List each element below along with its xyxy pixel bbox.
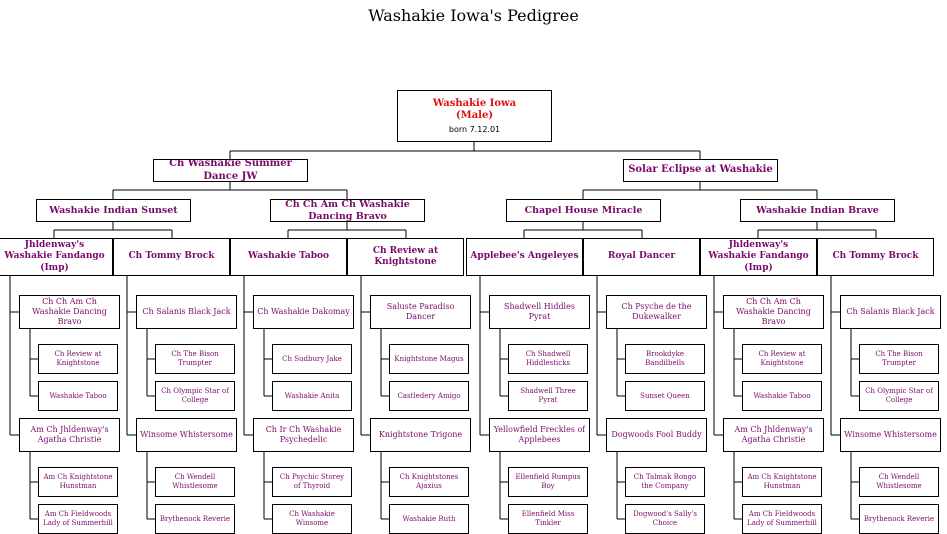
pedigree-dam-dam-sire-dam-sire: Am Ch Knightstone Hunstman [742, 467, 822, 497]
pedigree-sire-dam-sire-sire-sire: Ch Sudbury Jake [272, 344, 352, 374]
pedigree-dam-sire-dam-dam-sire: Ch Talmak Bongo the Company [625, 467, 705, 497]
pedigree-sire-sire-dam-sire-sire: Ch The Bison Trumpter [155, 344, 235, 374]
pedigree-sire-dam-sire-dam-sire: Ch Psychic Storey of Thyroid [272, 467, 352, 497]
pedigree-sire-sire-sire-sire: Ch Ch Am Ch Washakie Dancing Bravo [19, 295, 120, 329]
pedigree-sire-dam-sire-dam: Ch Ir Ch Washakie Psychedelic [253, 418, 354, 452]
pedigree-dam-sire-dam-sire: Ch Psyche de the Dukewalker [606, 295, 707, 329]
pedigree-sire-sire-dam-sire: Ch Salanis Black Jack [136, 295, 237, 329]
pedigree-dam-sire-sire-dam-dam: Ellenfield Miss Tinkler [508, 504, 588, 534]
pedigree-dam-dam-dam: Ch Tommy Brock [817, 238, 934, 276]
pedigree-sire: Ch Washakie Summer Dance JW [153, 159, 308, 182]
pedigree-dam-dam-sire: Jhldenway's Washakie Fandango (Imp) [700, 238, 817, 276]
pedigree-dam-dam-dam-sire-dam: Ch Olympic Star of College [859, 381, 939, 411]
pedigree-sire-dam-dam-sire: Saluste Paradiso Dancer [370, 295, 471, 329]
pedigree-dam-sire-dam-sire-dam: Sunset Queen [625, 381, 705, 411]
pedigree-dam-sire-dam: Royal Dancer [583, 238, 700, 276]
pedigree-dam-dam: Washakie Indian Brave [740, 199, 895, 222]
root-sex: (Male) [455, 110, 494, 121]
pedigree-dam-dam-sire-dam-dam: Am Ch Fieldwoods Lady of Summerhill [742, 504, 822, 534]
pedigree-dam: Solar Eclipse at Washakie [623, 159, 778, 182]
pedigree-sire-sire-dam-dam-dam: Brythenock Reverie [155, 504, 235, 534]
pedigree-dam-sire-sire-dam-sire: Ellenfield Rumpus Boy [508, 467, 588, 497]
pedigree-sire-sire-dam-sire-dam: Ch Olympic Star of College [155, 381, 235, 411]
pedigree-dam-dam-sire-dam: Am Ch Jhldenway's Agatha Christie [723, 418, 824, 452]
pedigree-sire-dam-dam-sire-dam: Castledery Amigo [389, 381, 469, 411]
pedigree-dam-dam-sire-sire-sire: Ch Review at Knightstone [742, 344, 822, 374]
pedigree-sire-dam: Ch Ch Am Ch Washakie Dancing Bravo [270, 199, 425, 222]
pedigree-dam-sire-sire-sire-dam: Shadwell Three Pyrat [508, 381, 588, 411]
root-born: born 7.12.01 [448, 124, 501, 134]
pedigree-dam-sire-sire-dam: Yellowfield Freckles of Applebees [489, 418, 590, 452]
pedigree-sire-dam-dam-dam-dam: Washakie Ruth [389, 504, 469, 534]
root-dog-box: Washakie Iowa(Male) born 7.12.01 [397, 90, 552, 142]
pedigree-dam-dam-sire-sire-dam: Washakie Taboo [742, 381, 822, 411]
pedigree-sire-sire-sire-dam-dam: Am Ch Fieldwoods Lady of Summerhill [38, 504, 118, 534]
pedigree-sire-sire-sire: Jhldenway's Washakie Fandango (Imp) [0, 238, 113, 276]
pedigree-dam-sire: Chapel House Miracle [506, 199, 661, 222]
page-title: Washakie Iowa's Pedigree [368, 6, 579, 25]
pedigree-sire-sire: Washakie Indian Sunset [36, 199, 191, 222]
pedigree-sire-sire-sire-dam-sire: Am Ch Knightstone Hunstman [38, 467, 118, 497]
pedigree-dam-dam-dam-dam-sire: Ch Wendell Whistlesome [859, 467, 939, 497]
pedigree-sire-sire-sire-sire-sire: Ch Review at Knightstone [38, 344, 118, 374]
pedigree-sire-sire-sire-sire-dam: Washakie Taboo [38, 381, 118, 411]
pedigree-sire-dam-dam-dam-sire: Ch Knightstones Ajaxius [389, 467, 469, 497]
pedigree-sire-sire-sire-dam: Am Ch Jhldenway's Agatha Christie [19, 418, 120, 452]
pedigree-sire-dam-dam: Ch Review at Knightstone [347, 238, 464, 276]
root-name: Washakie Iowa [432, 97, 517, 109]
pedigree-sire-sire-dam-dam: Winsome Whistersome [136, 418, 237, 452]
pedigree-dam-sire-sire-sire-sire: Ch Shadwell Hiddlesticks [508, 344, 588, 374]
pedigree-sire-sire-dam-dam-sire: Ch Wendell Whistlesome [155, 467, 235, 497]
pedigree-dam-dam-dam-dam: Winsome Whistersome [840, 418, 941, 452]
pedigree-sire-sire-dam: Ch Tommy Brock [113, 238, 230, 276]
pedigree-sire-dam-sire-sire-dam: Washakie Anita [272, 381, 352, 411]
pedigree-dam-sire-dam-dam: Dogwoods Fool Buddy [606, 418, 707, 452]
pedigree-dam-dam-sire-sire: Ch Ch Am Ch Washakie Dancing Bravo [723, 295, 824, 329]
pedigree-dam-sire-sire: Applebee's Angeleyes [466, 238, 583, 276]
pedigree-dam-dam-dam-sire: Ch Salanis Black Jack [840, 295, 941, 329]
pedigree-sire-dam-sire-dam-dam: Ch Washakie Winsome [272, 504, 352, 534]
pedigree-sire-dam-dam-sire-sire: Knightstone Magus [389, 344, 469, 374]
pedigree-dam-sire-dam-sire-sire: Brookdyke Bandilbells [625, 344, 705, 374]
pedigree-dam-dam-dam-dam-dam: Brythenock Reverie [859, 504, 939, 534]
pedigree-dam-sire-sire-sire: Shadwell Hiddles Pyrat [489, 295, 590, 329]
pedigree-sire-dam-sire: Washakie Taboo [230, 238, 347, 276]
pedigree-sire-dam-sire-sire: Ch Washakie Dakomay [253, 295, 354, 329]
pedigree-dam-dam-dam-sire-sire: Ch The Bison Trumpter [859, 344, 939, 374]
pedigree-sire-dam-dam-dam: Knightstone Trigone [370, 418, 471, 452]
pedigree-dam-sire-dam-dam-dam: Dogwood's Sally's Choice [625, 504, 705, 534]
